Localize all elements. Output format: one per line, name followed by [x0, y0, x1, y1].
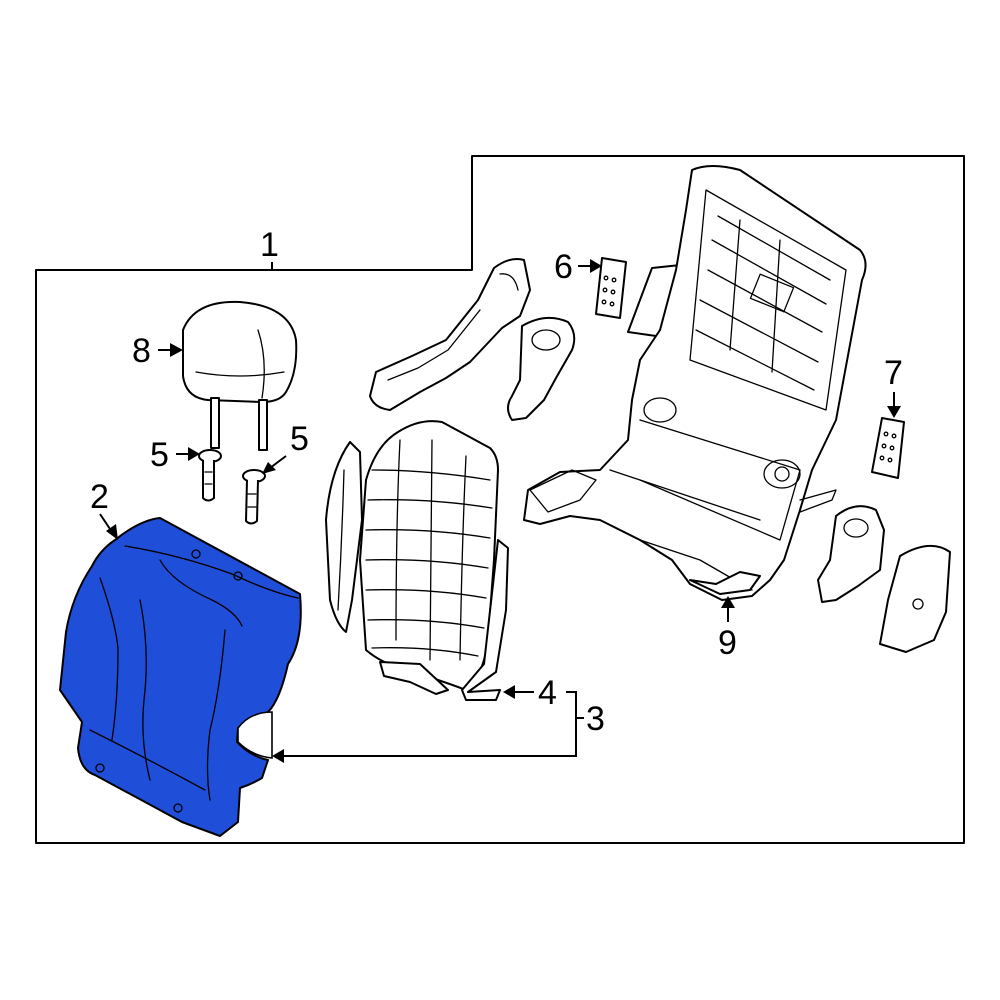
seat-back-cover-part[interactable]	[59, 517, 302, 837]
recliner-cover-lower-part[interactable]	[507, 316, 576, 421]
callout-7: 7	[884, 354, 903, 392]
callout-5-right: 5	[290, 420, 309, 458]
seat-back-side-cover-part[interactable]	[879, 545, 951, 653]
cover-fill	[59, 517, 302, 837]
callout-3: 3	[586, 700, 605, 738]
headrest-guide-left-part[interactable]	[198, 449, 222, 502]
callout-4: 4	[538, 674, 557, 712]
switch-bracket-lower-part[interactable]	[871, 417, 905, 479]
recliner-cover-upper-part[interactable]	[369, 258, 531, 411]
headrest-part[interactable]	[182, 300, 298, 451]
switch-bracket-upper-part[interactable]	[595, 257, 627, 319]
headrest-guide-right-part[interactable]	[242, 469, 266, 525]
seat-back-side-bolster-left-part[interactable]	[325, 441, 363, 633]
seat-back-frame-part[interactable]	[523, 165, 867, 601]
callout-8: 8	[132, 332, 151, 370]
callout-9: 9	[718, 624, 737, 662]
recliner-side-shield-part[interactable]	[817, 505, 885, 603]
callout-5-left: 5	[150, 436, 169, 474]
seat-back-side-bolster-right-part[interactable]	[461, 539, 509, 701]
callout-2: 2	[90, 478, 109, 516]
callout-1: 1	[260, 226, 279, 264]
assembly-boundary	[35, 155, 965, 844]
callout-6: 6	[554, 248, 573, 286]
seat-back-pad-part[interactable]	[359, 420, 499, 695]
